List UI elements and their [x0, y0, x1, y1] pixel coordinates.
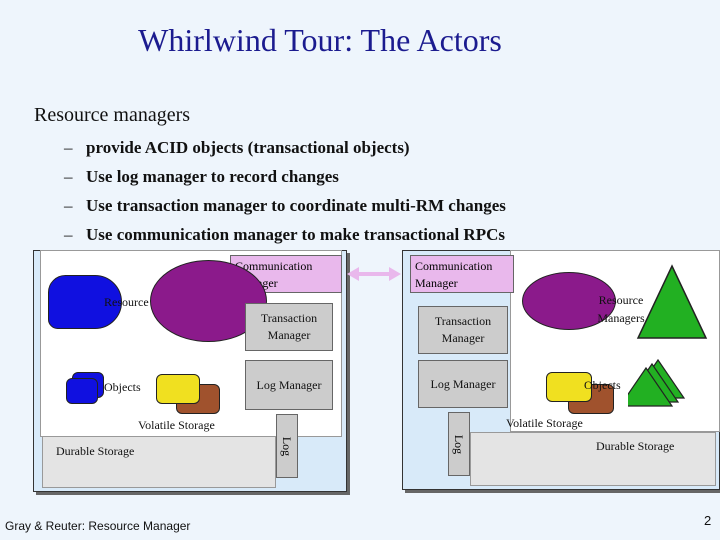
footer-text: Gray & Reuter: Resource Manager: [5, 519, 191, 533]
green-object-stack: [628, 358, 686, 407]
bullet-item: –Use log manager to record changes: [64, 167, 339, 186]
blue-resource-shape: [48, 275, 122, 329]
right-log-box: Log: [448, 412, 470, 476]
object-box: [546, 372, 592, 402]
subtitle: Resource managers: [34, 104, 191, 126]
page-number: 2: [704, 513, 712, 528]
left-log-label: Log: [280, 436, 295, 456]
left-log-manager: Log Manager: [245, 360, 333, 410]
right-resource-managers-label: Resource Managers: [597, 293, 645, 325]
right-log-manager: Log Manager: [418, 360, 508, 408]
object-box: [156, 374, 200, 404]
right-transaction-manager: Transaction Manager: [418, 306, 508, 354]
right-objects-label: Objects: [584, 378, 621, 392]
left-objects-label: Objects: [104, 380, 141, 394]
bullet-item: –Use communication manager to make trans…: [64, 225, 505, 244]
bullet-item: –provide ACID objects (transactional obj…: [64, 138, 410, 157]
comm-link-arrow: [347, 267, 401, 281]
left-durable-storage-label: Durable Storage: [56, 444, 135, 458]
right-durable-storage-label: Durable Storage: [596, 439, 675, 453]
right-purple-ellipse: [522, 272, 616, 330]
right-log-label: Log: [452, 434, 467, 454]
right-comm-manager: Communication Manager: [410, 255, 514, 293]
bullet-text: provide ACID objects (transactional obje…: [86, 138, 410, 157]
left-durable-storage-area: [42, 436, 276, 488]
bullet-text: Use communication manager to make transa…: [86, 225, 505, 244]
green-resource-shape: [636, 264, 708, 339]
bullet-text: Use transaction manager to coordinate mu…: [86, 196, 506, 215]
bullet-item: –Use transaction manager to coordinate m…: [64, 196, 506, 215]
left-comm-manager: Communication Manager: [230, 255, 342, 293]
left-log-box: Log: [276, 414, 298, 478]
right-durable-storage-area: [470, 432, 716, 486]
left-transaction-manager: Transaction Manager: [245, 303, 333, 351]
object-box: [66, 378, 98, 404]
right-volatile-storage-label: Volatile Storage: [506, 416, 583, 430]
left-volatile-storage-label: Volatile Storage: [138, 418, 215, 432]
bullet-text: Use log manager to record changes: [86, 167, 339, 186]
slide-title: Whirlwind Tour: The Actors: [138, 22, 502, 58]
